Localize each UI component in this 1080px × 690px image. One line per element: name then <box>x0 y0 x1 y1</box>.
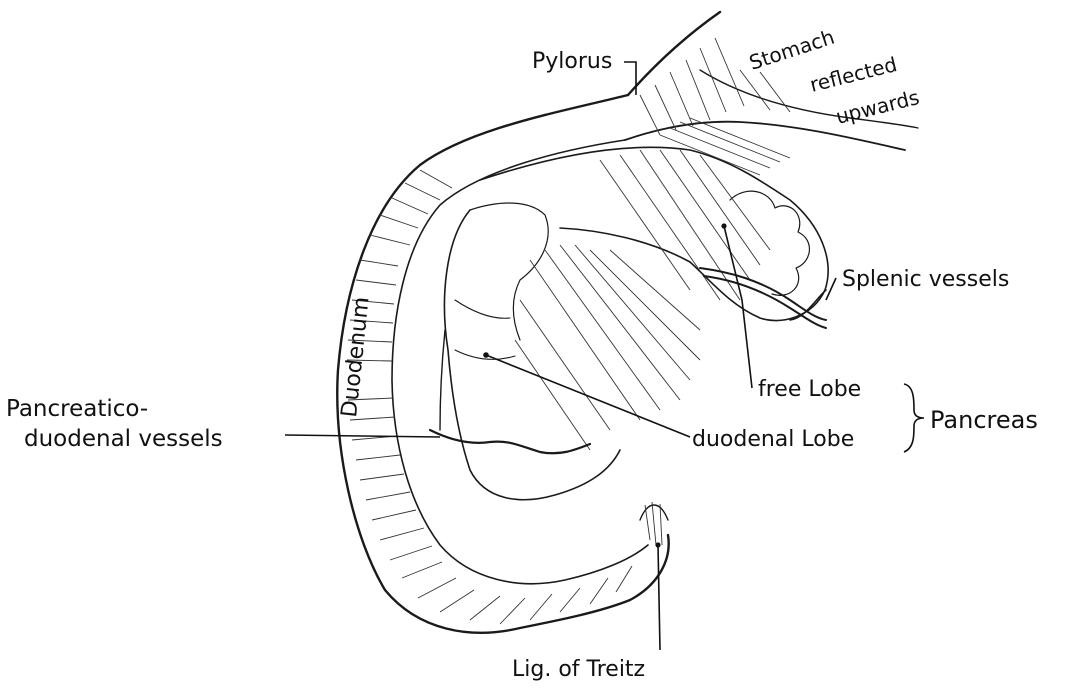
label-pancreas: Pancreas <box>930 406 1038 434</box>
label-stomach-line2: reflected <box>807 52 899 97</box>
label-pylorus: Pylorus <box>532 49 612 74</box>
duodenum-loop <box>337 95 668 633</box>
label-splenic-vessels: Splenic vessels <box>842 267 1009 292</box>
leader-duodenal-lobe <box>486 355 690 437</box>
pointer-dot-duodenal-lobe <box>483 352 489 358</box>
ligament-of-treitz <box>640 502 668 545</box>
leader-pancreatico <box>285 435 440 437</box>
leader-pylorus <box>624 62 636 95</box>
label-free-lobe: free Lobe <box>758 377 861 402</box>
pancreaticoduodenal-vessel-upper <box>440 330 445 430</box>
label-duodenum: Duodenum <box>337 296 375 419</box>
label-duodenal-lobe: duodenal Lobe <box>692 427 854 452</box>
leader-free-lobe <box>724 226 752 388</box>
label-pancreatico-line1: Pancreatico- <box>6 396 148 422</box>
pointer-dot-free-lobe <box>721 223 726 228</box>
label-pancreatico-line2: duodenal vessels <box>24 426 223 452</box>
label-lig-treitz: Lig. of Treitz <box>512 657 645 682</box>
pancreas-duodenal-lobe <box>444 203 700 500</box>
pancreaticoduodenal-vessel <box>430 430 590 453</box>
pancreas-free-lobe <box>480 118 828 321</box>
pancreas-bracket <box>904 384 924 452</box>
label-stomach-line1: Stomach <box>746 25 837 75</box>
pointer-dot-treitz <box>655 542 660 547</box>
leader-treitz <box>658 545 660 650</box>
